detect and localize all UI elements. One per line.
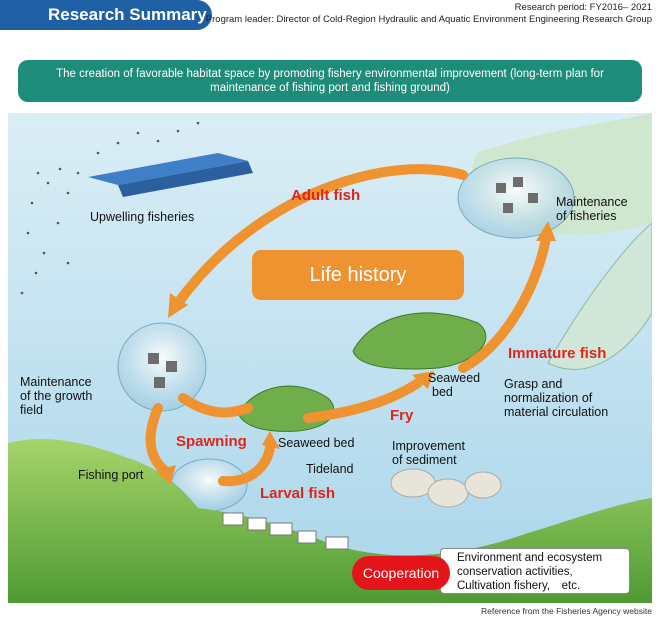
arrow-adult-to-growth [173,164,468,308]
life-history-label: Life history [252,250,464,300]
label-tideland: Tideland [306,462,354,476]
label-grasp-normalization: Grasp and normalization of material circ… [504,377,609,419]
arrow-bed-to-seaweed [303,378,423,423]
program-leader: Program leader: Director of Cold-Region … [205,14,652,25]
label-growth-field: Maintenance of the growth field [20,375,93,417]
label-seaweed-bed-right: Seaweed bed [428,371,481,399]
label-maintenance-fisheries: Maintenance of fisheries [556,195,628,223]
research-period: Research period: FY2016– 2021 [514,2,652,13]
label-seaweed-bed-left: Seaweed bed [278,436,355,450]
arrow-immature-to-fisheries [458,233,551,373]
theme-text: The creation of favorable habitat space … [56,68,604,94]
illustration-scene: Life history Adult fish Immature fish Fr… [8,113,652,603]
stage-larval-fish: Larval fish [260,485,336,502]
reference-note: Reference from the Fisheries Agency webs… [480,606,652,616]
label-upwelling-fisheries: Upwelling fisheries [90,210,195,224]
section-title-tab: Research Summary [0,0,212,30]
research-info: Research period: FY2016– 2021 Program le… [206,2,652,26]
cooperation-badge: Cooperation [352,556,450,590]
fishery-reef-dome [457,157,575,239]
coastal-town [222,512,349,550]
island-right [547,222,652,370]
sediment-mounds [390,468,502,508]
growth-field-dome [117,322,207,412]
stage-fry: Fry [390,407,414,424]
fish-school-upper-left [20,121,200,295]
arrow-growth-to-bed [178,393,253,418]
stage-spawning: Spawning [176,433,247,450]
arrow-larval-to-bed [218,443,275,487]
label-fishing-port: Fishing port [78,468,144,482]
life-cycle-arrows [145,164,551,487]
cooperation-details: Environment and ecosystem conservation a… [440,548,630,594]
upwelling-structure [88,153,248,185]
theme-banner: The creation of favorable habitat space … [18,60,642,102]
stage-adult-fish: Adult fish [291,187,361,204]
stage-immature-fish: Immature fish [508,345,607,362]
label-improvement-sediment: Improvement of sediment [392,439,465,467]
seaweed-bed-island-right [352,312,487,370]
arrow-heads [156,221,556,485]
